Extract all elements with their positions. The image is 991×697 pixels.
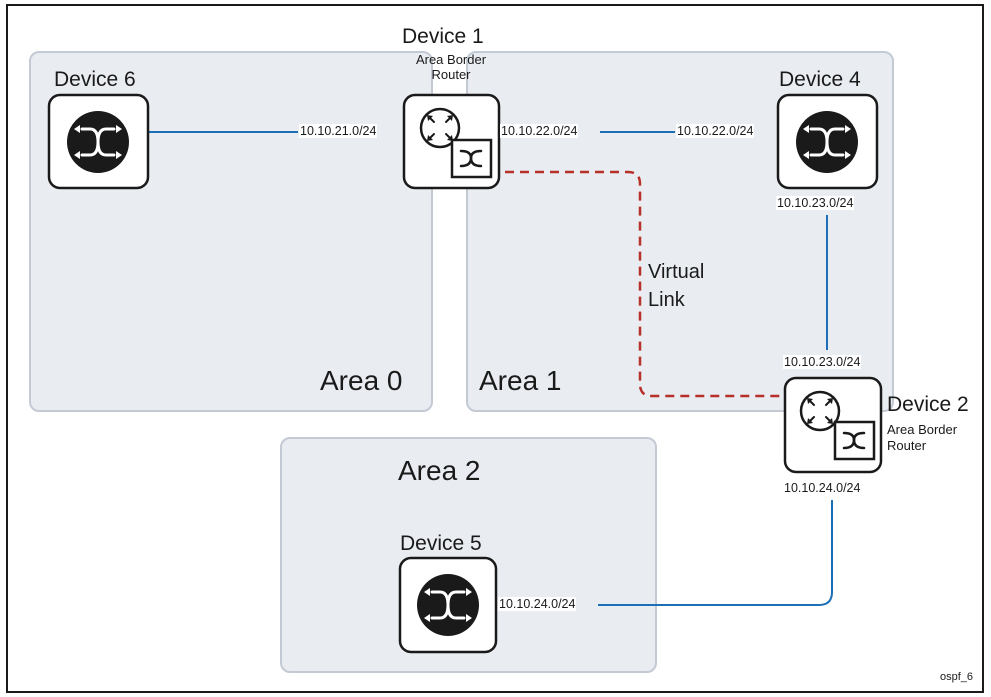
device-2-role: Area Border Router bbox=[887, 422, 957, 454]
area-1-label: Area 1 bbox=[479, 365, 562, 396]
device-6-icon bbox=[47, 93, 150, 190]
figure-id: ospf_6 bbox=[940, 671, 974, 683]
link-device2-device5 bbox=[598, 500, 833, 606]
device-4-label: Device 4 bbox=[779, 68, 861, 91]
virtual-link-label: Virtual Link bbox=[648, 258, 704, 314]
device-5-icon bbox=[398, 556, 498, 654]
virtual-link-label-line2: Link bbox=[648, 289, 685, 311]
link-label-d4-down: 10.10.23.0/24 bbox=[776, 196, 855, 210]
link-label-d1-d4-right: 10.10.22.0/24 bbox=[676, 124, 755, 138]
device-4-icon bbox=[776, 93, 879, 190]
link-label-d1-d4-left: 10.10.22.0/24 bbox=[500, 124, 579, 138]
device-1-role-line2: Router bbox=[431, 67, 471, 82]
link-label-d5-right: 10.10.24.0/24 bbox=[498, 597, 577, 611]
virtual-link-label-line1: Virtual bbox=[648, 261, 705, 283]
device-1-role: Area Border Router bbox=[403, 52, 499, 82]
device-1-label: Device 1 bbox=[402, 25, 484, 48]
device-1-role-line1: Area Border bbox=[415, 52, 487, 67]
device-2-abr-icon bbox=[783, 376, 883, 474]
device-2-role-line2: Router bbox=[887, 438, 927, 453]
device-2-role-line1: Area Border bbox=[887, 422, 958, 437]
link-label-d2-up: 10.10.23.0/24 bbox=[783, 355, 862, 369]
device-1-abr-icon bbox=[402, 93, 501, 190]
link-label-d6-d1: 10.10.21.0/24 bbox=[299, 124, 378, 138]
link-label-d2-down: 10.10.24.0/24 bbox=[783, 481, 862, 495]
virtual-link-path bbox=[505, 170, 785, 398]
device-2-label: Device 2 bbox=[887, 393, 969, 416]
device-5-label: Device 5 bbox=[400, 532, 482, 555]
figure-frame bbox=[6, 4, 984, 693]
device-6-label: Device 6 bbox=[54, 68, 136, 91]
area-2-label: Area 2 bbox=[398, 455, 481, 486]
area-0-label: Area 0 bbox=[320, 365, 403, 396]
area-2-region bbox=[280, 437, 657, 673]
